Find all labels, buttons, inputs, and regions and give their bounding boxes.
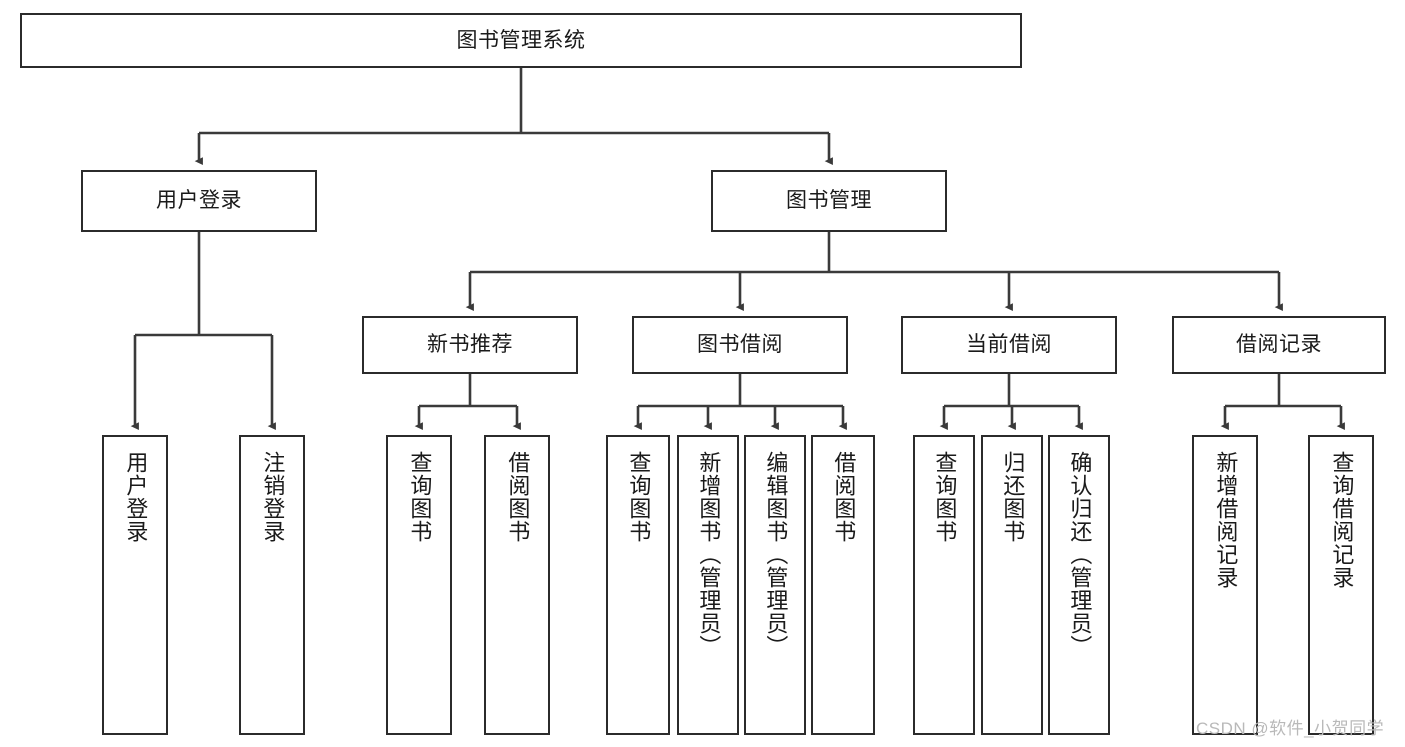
node-leaf-borrow-book-2[interactable]: 借阅图书 [811,435,875,735]
node-label-user-login: 用户登录 [156,189,242,213]
node-label-leaf-query-book-3: 查询图书 [932,451,958,543]
node-leaf-query-book-3[interactable]: 查询图书 [913,435,975,735]
node-label-leaf-logout: 注销登录 [260,451,286,543]
node-leaf-logout[interactable]: 注销登录 [239,435,305,735]
node-label-leaf-user-login: 用户登录 [123,451,149,543]
node-label-leaf-edit-book: 编辑图书（管理员） [763,451,789,658]
node-label-leaf-query-record: 查询借阅记录 [1329,451,1355,589]
node-label-book-borrow: 图书借阅 [697,333,783,357]
node-label-leaf-borrow-book-2: 借阅图书 [831,451,857,543]
node-borrow-record[interactable]: 借阅记录 [1172,316,1386,374]
node-leaf-query-record[interactable]: 查询借阅记录 [1308,435,1374,735]
node-leaf-query-book-1[interactable]: 查询图书 [386,435,452,735]
node-label-current-borrow: 当前借阅 [966,333,1052,357]
node-leaf-edit-book[interactable]: 编辑图书（管理员） [744,435,806,735]
node-label-leaf-add-book: 新增图书（管理员） [696,451,722,658]
node-book-borrow[interactable]: 图书借阅 [632,316,848,374]
node-label-leaf-query-book-1: 查询图书 [407,451,433,543]
node-leaf-query-book-2[interactable]: 查询图书 [606,435,670,735]
node-leaf-add-book[interactable]: 新增图书（管理员） [677,435,739,735]
node-label-book-manage: 图书管理 [786,189,872,213]
node-leaf-user-login[interactable]: 用户登录 [102,435,168,735]
node-label-leaf-confirm-return: 确认归还（管理员） [1067,451,1093,658]
node-label-leaf-add-record: 新增借阅记录 [1213,451,1239,589]
node-leaf-borrow-book-1[interactable]: 借阅图书 [484,435,550,735]
node-book-manage[interactable]: 图书管理 [711,170,947,232]
node-label-borrow-record: 借阅记录 [1236,333,1322,357]
node-leaf-add-record[interactable]: 新增借阅记录 [1192,435,1258,735]
node-current-borrow[interactable]: 当前借阅 [901,316,1117,374]
node-user-login[interactable]: 用户登录 [81,170,317,232]
node-leaf-confirm-return[interactable]: 确认归还（管理员） [1048,435,1110,735]
node-label-leaf-borrow-book-1: 借阅图书 [505,451,531,543]
node-root-system[interactable]: 图书管理系统 [20,13,1022,68]
node-label-leaf-return-book: 归还图书 [1000,451,1026,543]
node-label-new-book-rec: 新书推荐 [427,333,513,357]
node-label-leaf-query-book-2: 查询图书 [626,451,652,543]
node-label-root-system: 图书管理系统 [456,28,586,52]
node-new-book-rec[interactable]: 新书推荐 [362,316,578,374]
node-leaf-return-book[interactable]: 归还图书 [981,435,1043,735]
